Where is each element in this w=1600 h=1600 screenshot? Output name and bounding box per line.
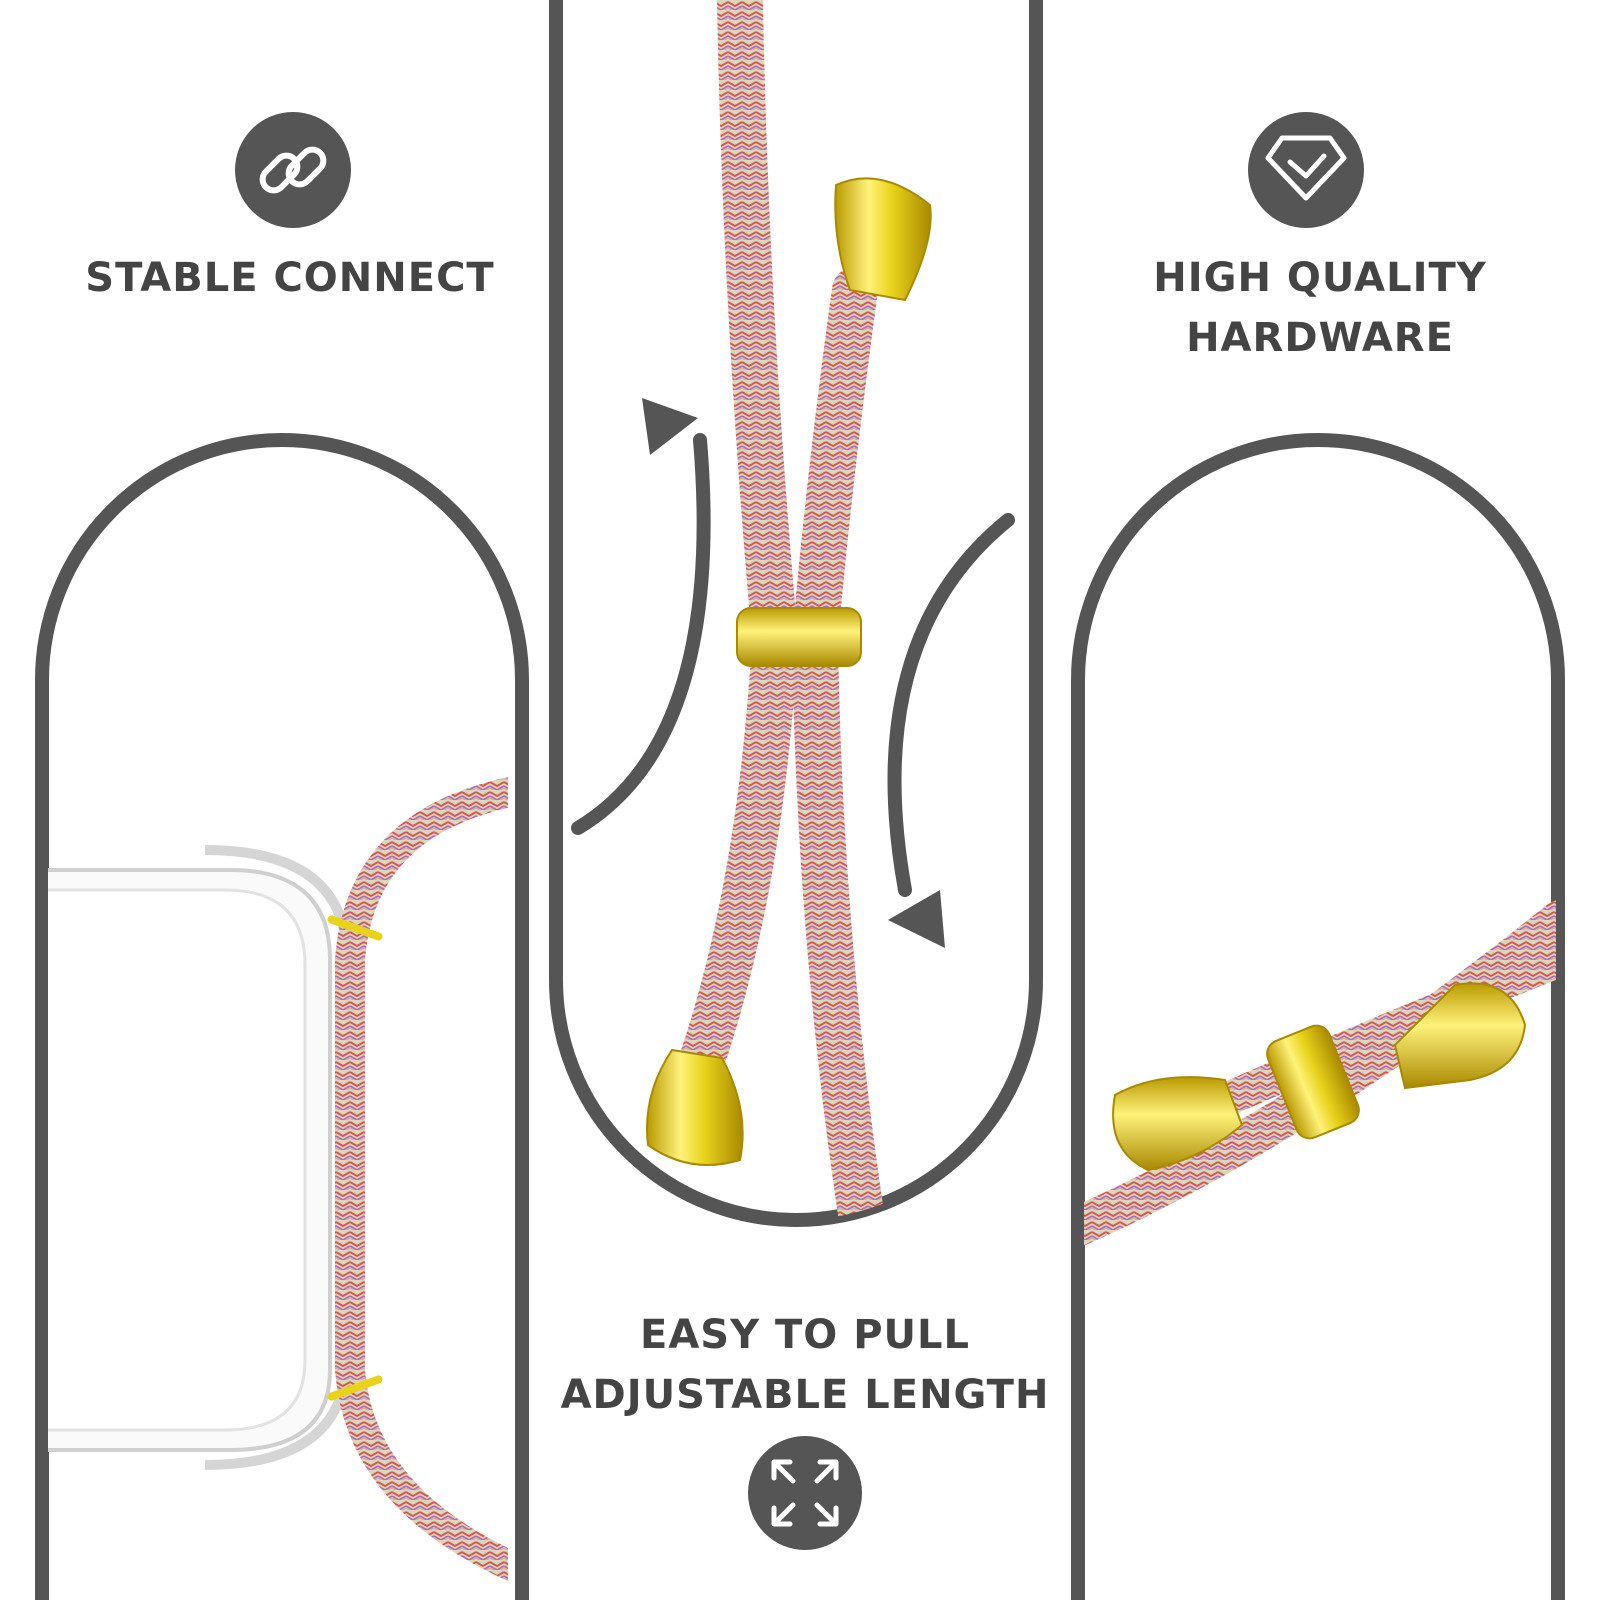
diamond-check-icon (1248, 112, 1364, 228)
gold-end-cap (1112, 1076, 1244, 1172)
gold-slider-bead (736, 607, 862, 667)
expand-arrows-icon (748, 1436, 862, 1550)
stable-connect-title: STABLE CONNECT (60, 248, 520, 308)
link-icon (235, 112, 351, 228)
adjustable-cord-illustration (646, 0, 932, 1220)
pull-up-arrowhead (642, 398, 698, 455)
phone-case-illustration (48, 775, 508, 1585)
stable-connect-line-1: STABLE CONNECT (85, 255, 495, 301)
high-quality-hardware-title: HIGH QUALITY HARDWARE (1080, 248, 1560, 368)
high-quality-line-1: HIGH QUALITY (1153, 255, 1487, 301)
gold-end-cap (1393, 982, 1527, 1090)
pull-up-arrow (571, 433, 711, 835)
pull-down-arrowhead (888, 890, 945, 948)
high-quality-line-2: HARDWARE (1186, 315, 1454, 361)
hardware-closeup-illustration (1084, 900, 1556, 1250)
right-panel-outline (1071, 433, 1565, 1600)
adjustable-line-2: ADJUSTABLE LENGTH (560, 1372, 1050, 1418)
adjustable-length-title: EASY TO PULL ADJUSTABLE LENGTH (540, 1305, 1070, 1425)
pull-down-arrow (887, 513, 1015, 897)
gold-end-cap (834, 177, 932, 302)
middle-panel-outline (549, 0, 1043, 1227)
left-panel-outline (35, 433, 529, 1600)
lanyard-cord (335, 775, 508, 1585)
gold-slider-bead (1266, 1024, 1360, 1140)
gold-end-cap (646, 1048, 744, 1166)
adjustable-line-1: EASY TO PULL (640, 1312, 970, 1358)
